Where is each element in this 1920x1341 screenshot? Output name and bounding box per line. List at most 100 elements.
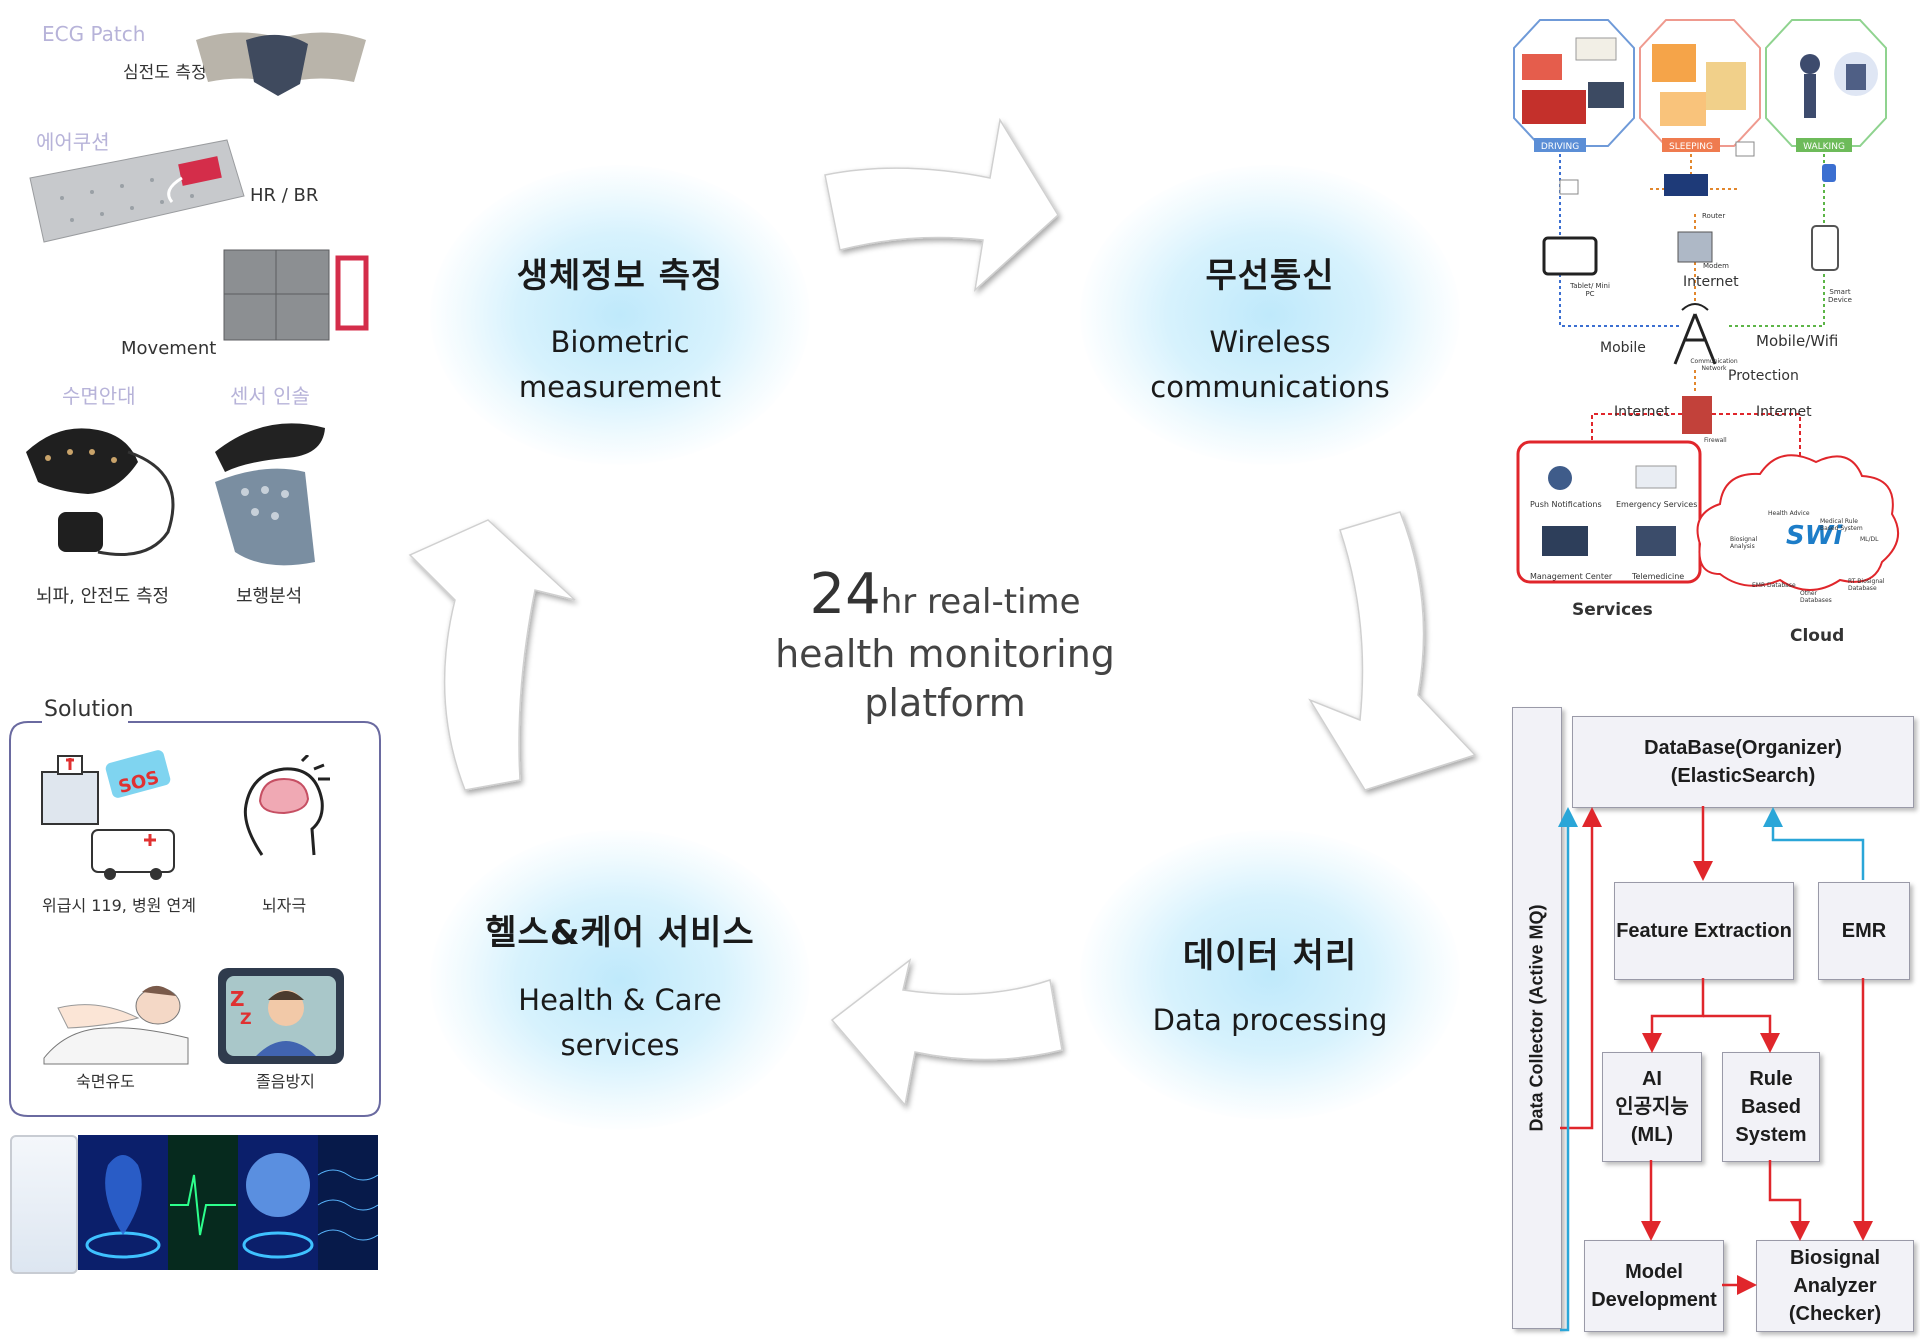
push-label: Push Notifications	[1530, 500, 1602, 509]
sleep-induction-icon	[43, 985, 189, 1065]
ecg-patch-image	[196, 32, 366, 96]
biosignal-analysis-label: Biosignal Analysis	[1730, 536, 1758, 550]
modem-label: Modem	[1703, 262, 1729, 270]
biometric-subtitle-2: measurement	[518, 370, 722, 404]
eeg-eog-label: 뇌파, 안전도 측정	[36, 586, 170, 607]
internet-top-label: Internet	[1683, 274, 1739, 290]
wireless-subtitle-2: communications	[1150, 370, 1390, 404]
air-cushion-image	[29, 139, 245, 243]
movement-label: Movement	[121, 338, 217, 359]
analyzer-line2: (Checker)	[1788, 1303, 1882, 1325]
firewall-label: Firewall	[1704, 437, 1727, 444]
services-label: Services	[1572, 600, 1653, 620]
center-line2: health monitoring	[775, 632, 1115, 676]
arrow-right	[1308, 511, 1477, 791]
svg-text:Z: Z	[240, 1009, 252, 1028]
data-collector-box: Data Collector (Active MQ)	[1512, 707, 1562, 1329]
emergency-label: 위급시 119, 병원 연계	[42, 896, 196, 915]
drowsiness-prevention-label: 졸음방지	[256, 1072, 315, 1091]
network-diagram: DRIVING SLEEPING WALKING SWi	[1513, 19, 1900, 591]
comm-network-label: Communication Network	[1690, 358, 1738, 372]
mobile-label: Mobile	[1600, 340, 1646, 356]
emr-db-label: EMR Database	[1752, 582, 1796, 589]
glow-wireless	[1080, 165, 1460, 465]
center-title: 24hr real-time health monitoring platfor…	[735, 567, 1155, 727]
glow-biometric	[430, 165, 810, 465]
database-line2: (ElasticSearch)	[1670, 765, 1816, 787]
movement-sensor-image	[223, 249, 369, 341]
air-cushion-label: 에어쿠션	[36, 130, 110, 154]
sleep-induction-label: 숙면유도	[76, 1072, 135, 1091]
hr-br-label: HR / BR	[250, 185, 319, 206]
data-subtitle-1: Data processing	[1152, 1003, 1388, 1037]
emr-label: EMR	[1841, 920, 1887, 942]
data-title: 데이터 처리	[1182, 936, 1358, 976]
biometric-title: 생체정보 측정	[516, 256, 724, 296]
router-label: Router	[1702, 212, 1726, 220]
rt-db-label: RT Biosignal Database	[1848, 578, 1885, 592]
medical-visuals-strip	[78, 1135, 378, 1270]
solution-title: Solution	[44, 697, 134, 722]
ecg-patch-label: ECG Patch	[42, 22, 146, 46]
flow-connectors	[1558, 806, 1873, 1332]
database-line1: DataBase(Organizer)	[1644, 737, 1842, 759]
model-line1: Model	[1625, 1261, 1683, 1283]
center-big-number: 24	[809, 562, 881, 627]
svg-text:Z: Z	[230, 987, 245, 1011]
biometric-subtitle-1: Biometric	[550, 325, 690, 359]
glow-data	[1080, 830, 1460, 1120]
mobile-wifi-label: Mobile/Wifi	[1756, 332, 1839, 350]
arrow-top	[824, 117, 1059, 292]
database-box: DataBase(Organizer) (ElasticSearch)	[1572, 716, 1914, 808]
swi-logo: SWi	[1786, 521, 1843, 551]
rule-line1: Rule Based	[1740, 1068, 1802, 1118]
management-label: Management Center	[1530, 572, 1613, 581]
medical-rule-label: Medical Rule Based System	[1820, 518, 1863, 532]
health-advice-label: Health Advice	[1768, 510, 1810, 517]
gait-label: 보행분석	[236, 586, 303, 607]
app-screenshot-image	[10, 1135, 78, 1274]
sensor-insole-image	[215, 423, 325, 566]
ai-line1: AI	[1641, 1068, 1662, 1090]
model-line2: Development	[1591, 1289, 1717, 1311]
tag-sleeping: SLEEPING	[1669, 142, 1713, 152]
sensor-insole-label: 센서 인솔	[230, 384, 310, 408]
brain-stimulation-icon	[243, 755, 330, 856]
smart-device-label: Smart Device	[1828, 288, 1852, 304]
center-line1: hr real-time	[880, 582, 1081, 622]
sleep-mask-image	[26, 428, 175, 556]
ai-line2: 인공지능	[1615, 1096, 1689, 1118]
rule-line2: System	[1735, 1124, 1807, 1146]
internet-right-label: Internet	[1756, 404, 1812, 420]
brain-stimulation-label: 뇌자극	[262, 896, 307, 915]
analyzer-line1: Biosignal Analyzer	[1789, 1247, 1880, 1297]
tablet-label: Tablet/ Mini PC	[1570, 282, 1610, 298]
telemedicine-label: Telemedicine	[1632, 572, 1685, 581]
ecg-measure-label: 심전도 측정	[123, 63, 207, 83]
glow-health	[430, 830, 810, 1130]
emergency-icon: SOS	[41, 750, 175, 880]
tag-driving: DRIVING	[1541, 142, 1579, 152]
feature-extraction-label: Feature Extraction	[1616, 920, 1792, 942]
protection-label: Protection	[1728, 368, 1799, 384]
other-db-label: Other Databases	[1800, 590, 1832, 604]
solution-frame	[9, 721, 381, 1117]
emergency-services-label: Emergency Services	[1616, 500, 1698, 509]
ai-line3: (ML)	[1630, 1124, 1674, 1146]
biosignal-analyzer-box: Biosignal Analyzer (Checker)	[1756, 1240, 1914, 1332]
health-subtitle-2: services	[560, 1028, 680, 1062]
health-title: 헬스&케어 서비스	[485, 913, 755, 953]
ai-box: AI 인공지능 (ML)	[1602, 1052, 1702, 1162]
health-subtitle-1: Health & Care	[518, 983, 722, 1017]
emr-box: EMR	[1818, 882, 1910, 980]
arrow-left	[408, 519, 576, 791]
sleep-mask-label: 수면안대	[62, 384, 136, 408]
tag-walking: WALKING	[1803, 142, 1845, 152]
wireless-subtitle-1: Wireless	[1209, 325, 1331, 359]
ml-dl-label: ML/DL	[1860, 536, 1879, 543]
cloud-label: Cloud	[1790, 626, 1845, 646]
internet-left-label: Internet	[1614, 404, 1670, 420]
drowsiness-prevention-icon: Z Z	[218, 968, 344, 1064]
